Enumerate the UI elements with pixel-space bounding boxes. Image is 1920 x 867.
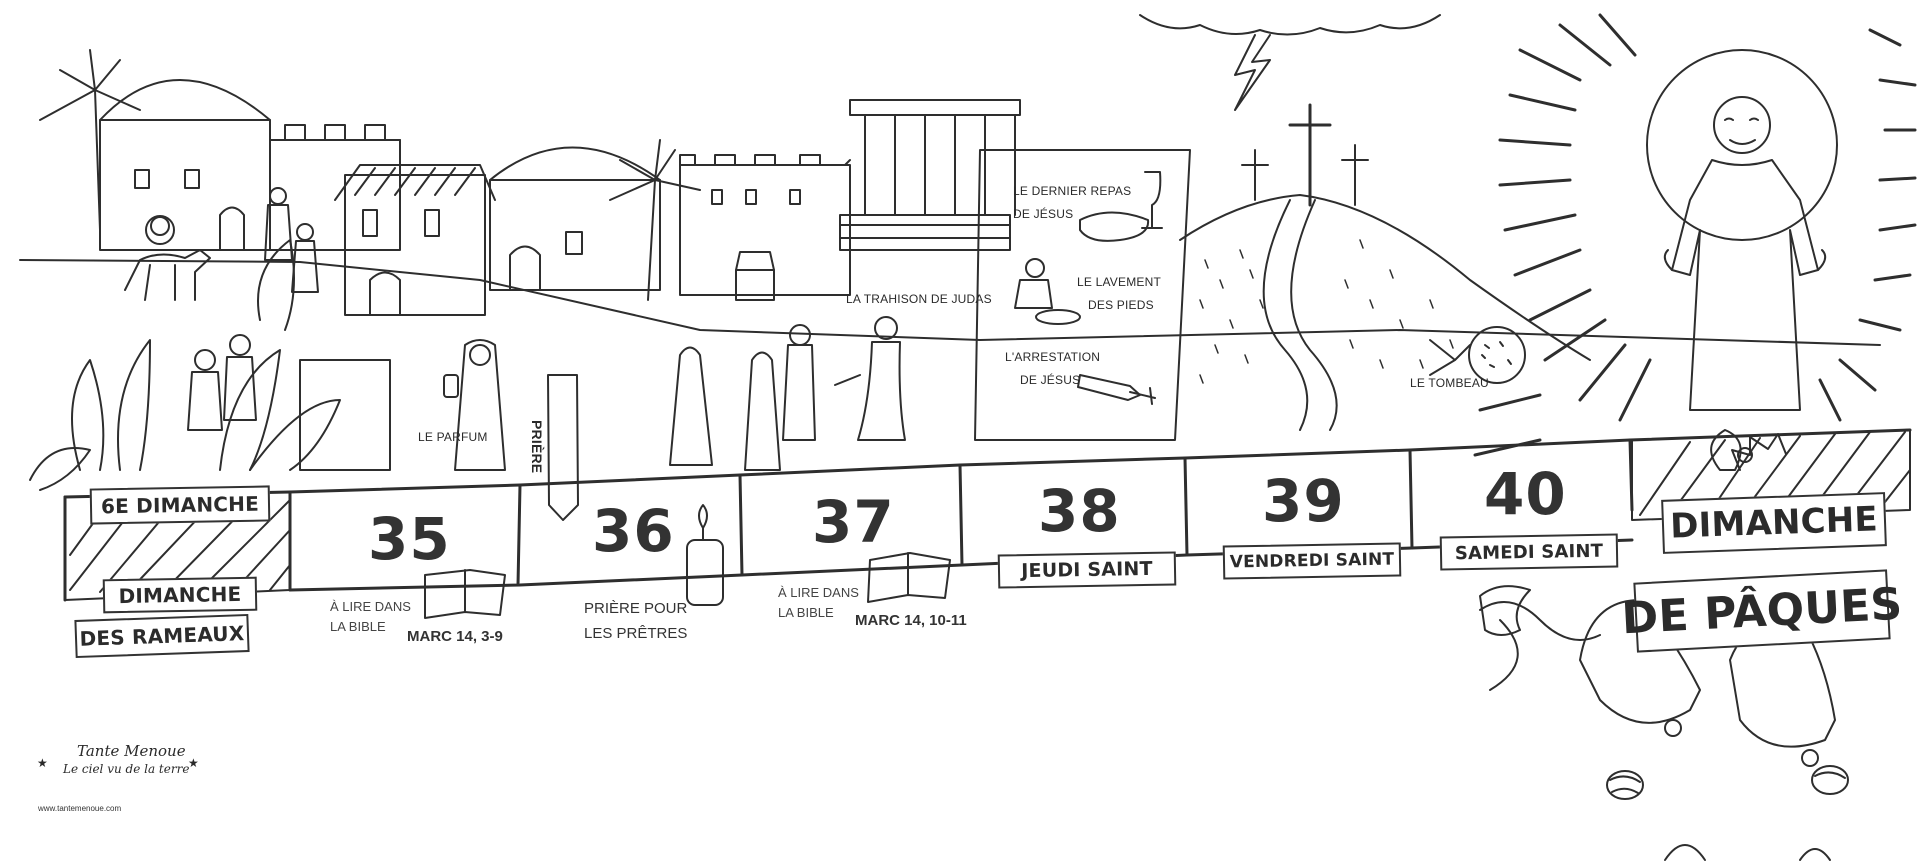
city-wall-center — [679, 154, 851, 301]
label-trahison-judas: LA TRAHISON DE JUDAS — [846, 292, 992, 306]
day35-ref: MARC 14, 3-9 — [407, 628, 503, 645]
plants-left — [29, 239, 391, 491]
day-number-38: 38 — [1038, 477, 1121, 545]
candle-icon — [686, 504, 724, 606]
day37-read-1: À LIRE DANS — [778, 585, 859, 600]
label-le-tombeau: LE TOMBEAU — [1410, 376, 1489, 390]
day37-ref: MARC 14, 10-11 — [855, 612, 967, 629]
day-number-35: 35 — [368, 505, 451, 573]
hatch-end — [1631, 429, 1911, 521]
day36-note-2: LES PRÊTRES — [584, 625, 688, 642]
banner-dimanche-paques-2: DE PÂQUES — [1620, 569, 1904, 653]
palm-tree-center — [609, 139, 701, 301]
dome-house-center — [489, 146, 661, 291]
day-number-37: 37 — [812, 488, 895, 556]
logo-url: www.tantemenoue.com — [38, 804, 122, 813]
house-awning — [334, 164, 496, 316]
panel-lavement-2: DES PIEDS — [1088, 298, 1154, 312]
banner-dimanche-paques-1: DIMANCHE — [1661, 492, 1887, 554]
day-number-40: 40 — [1484, 460, 1567, 528]
palm-tree-left — [39, 49, 141, 231]
panel-arrestation-2: DE JÉSUS — [1020, 373, 1081, 387]
timeline-strip — [63, 428, 1912, 602]
dome-house-left — [99, 79, 271, 251]
banner-vendredi-saint: VENDREDI SAINT — [1222, 542, 1402, 580]
day37-read-2: LA BIBLE — [778, 605, 834, 620]
day-number-36: 36 — [592, 497, 675, 565]
day35-read-2: LA BIBLE — [330, 619, 386, 634]
donkey-rider — [124, 215, 211, 301]
temple — [839, 99, 1021, 251]
woman-perfume — [443, 339, 506, 471]
star-icon: ★ — [188, 756, 199, 770]
events-panel — [974, 149, 1191, 441]
risen-jesus — [1473, 13, 1917, 471]
priests-judas — [669, 316, 906, 471]
banner-jeudi-saint: JEUDI SAINT — [997, 551, 1177, 589]
prayer-flag — [547, 374, 579, 521]
panel-dernier-repas-2: DE JÉSUS — [1013, 207, 1074, 221]
panel-arrestation-1: L'ARRESTATION — [1005, 350, 1101, 364]
logo-name: Tante Menoue — [77, 742, 186, 760]
label-le-parfum: LE PARFUM — [418, 430, 488, 444]
day35-read-1: À LIRE DANS — [330, 599, 411, 614]
storm-cloud — [1139, 14, 1441, 111]
logo-tagline: Le ciel vu de la terre — [63, 762, 190, 776]
bible-icon-35 — [424, 569, 506, 619]
tomb — [1429, 326, 1526, 384]
day36-note-1: PRIÈRE POUR — [584, 600, 688, 617]
banner-6e-dimanche: 6E DIMANCHE — [89, 485, 271, 525]
banner-dimanche: DIMANCHE — [102, 576, 258, 614]
golgotha-hill — [1179, 103, 1591, 431]
star-icon: ★ — [37, 756, 48, 770]
bible-icon-37 — [867, 552, 951, 603]
banner-samedi-saint: SAMEDI SAINT — [1439, 533, 1619, 571]
panel-lavement-1: LE LAVEMENT — [1077, 275, 1162, 289]
villagers — [187, 187, 319, 431]
label-priere-flag: PRIÈRE — [529, 420, 545, 474]
banner-des-rameaux: DES RAMEAUX — [74, 613, 250, 659]
day-number-39: 39 — [1262, 467, 1345, 535]
panel-dernier-repas-1: LE DERNIER REPAS — [1013, 184, 1132, 198]
